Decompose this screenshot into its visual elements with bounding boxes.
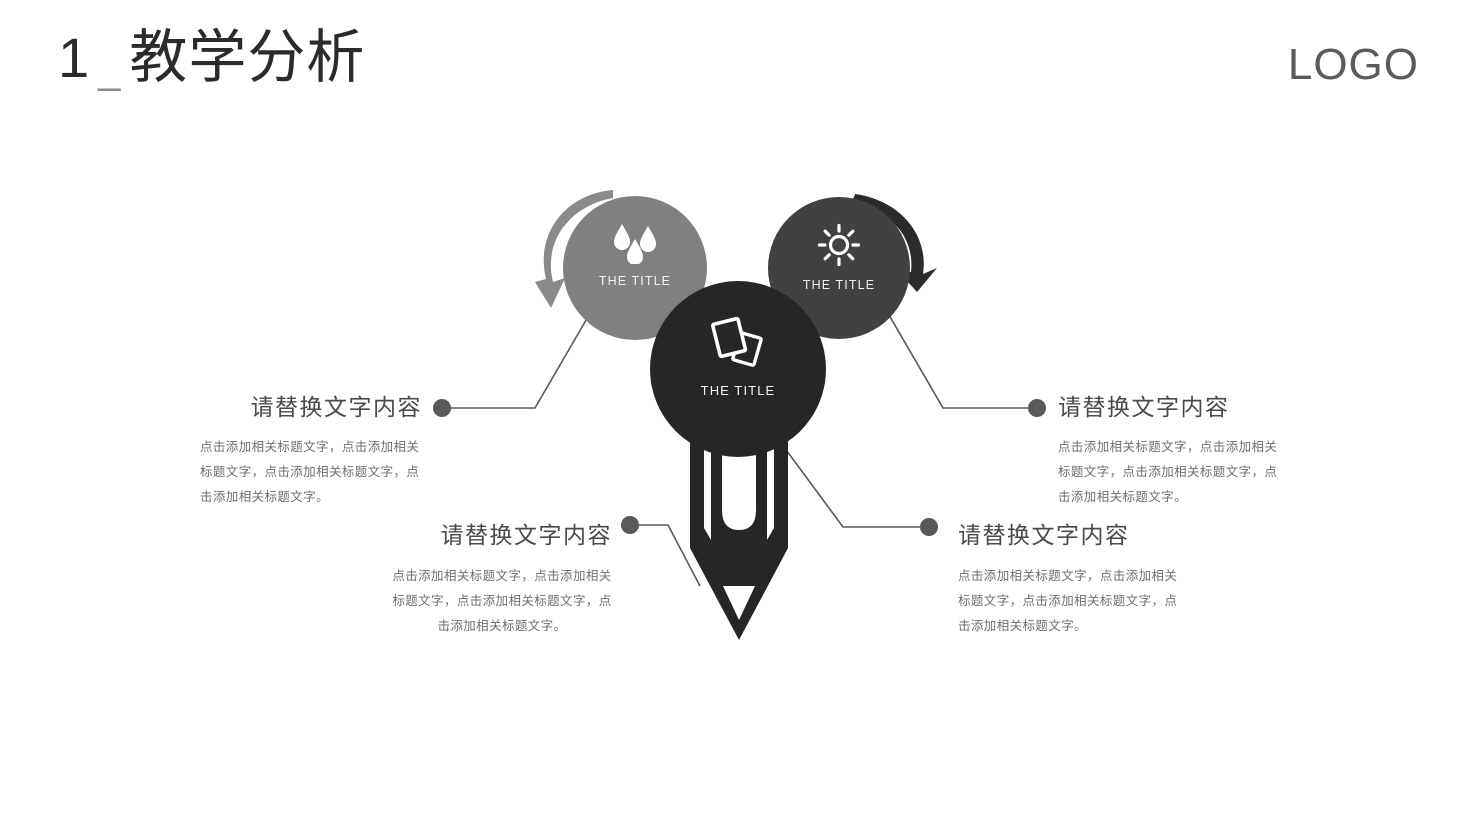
page-title-separator: _: [98, 48, 122, 92]
text-block-bottom-left-heading: 请替换文字内容: [440, 522, 612, 548]
text-block-bottom-right-body: 点击添加相关标题文字，点击添加相关标题文字，点击添加相关标题文字，点击添加相关标…: [958, 568, 1178, 633]
slide-header: 1_教学分析 LOGO: [0, 0, 1477, 130]
text-block-right-heading: 请替换文字内容: [1058, 394, 1230, 420]
node-center[interactable]: THE TITLE: [650, 281, 826, 457]
text-block-left: 请替换文字内容 点击添加相关标题文字，点击添加相关标题文字，点击添加相关标题文字…: [200, 394, 422, 510]
connector-dot-bottom-left: [621, 516, 639, 534]
text-block-bottom-left-body: 点击添加相关标题文字，点击添加相关标题文字，点击添加相关标题文字，点击添加相关标…: [392, 568, 612, 633]
water-drops-icon: [614, 224, 656, 264]
page-title-text: 教学分析: [129, 25, 366, 90]
text-block-right-body: 点击添加相关标题文字，点击添加相关标题文字，点击添加相关标题文字，点击添加相关标…: [1058, 439, 1278, 504]
photo-cards-icon: [711, 317, 763, 367]
connector-bottom-left: [639, 524, 701, 587]
connector-bottom-right: [780, 442, 920, 528]
connector-right: [888, 314, 1028, 409]
node-right-label: THE TITLE: [802, 278, 876, 292]
logo: LOGO: [1287, 40, 1419, 89]
connector-dot-bottom-right: [920, 518, 938, 536]
node-center-label: THE TITLE: [700, 383, 776, 398]
text-block-left-heading: 请替换文字内容: [250, 394, 422, 420]
text-block-bottom-right-heading: 请替换文字内容: [958, 522, 1130, 548]
connector-dot-left: [433, 399, 451, 417]
node-left-label: THE TITLE: [598, 274, 672, 288]
sun-icon: [817, 223, 861, 267]
text-block-bottom-right: 请替换文字内容 点击添加相关标题文字，点击添加相关标题文字，点击添加相关标题文字…: [958, 522, 1178, 639]
text-block-left-body: 点击添加相关标题文字，点击添加相关标题文字，点击添加相关标题文字，点击添加相关标…: [200, 439, 420, 504]
connector-left: [451, 314, 590, 409]
connector-dot-right: [1028, 399, 1046, 417]
text-block-bottom-left: 请替换文字内容 点击添加相关标题文字，点击添加相关标题文字，点击添加相关标题文字…: [392, 522, 612, 639]
page-title: 1_教学分析: [58, 25, 366, 92]
page-title-number: 1: [58, 26, 91, 89]
text-block-right: 请替换文字内容 点击添加相关标题文字，点击添加相关标题文字，点击添加相关标题文字…: [1058, 394, 1280, 510]
